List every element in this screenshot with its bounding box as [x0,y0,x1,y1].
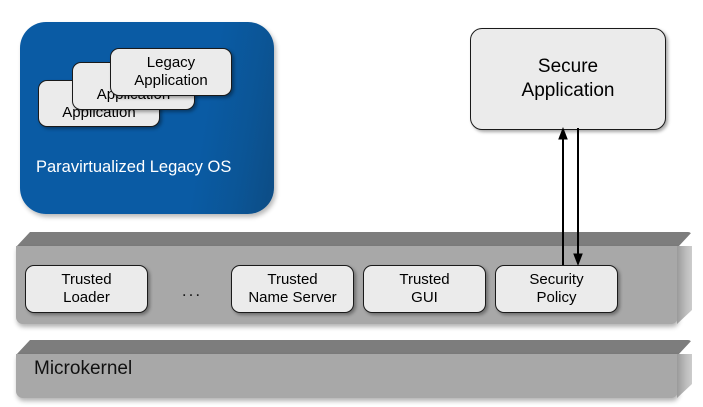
secure-application-line2: Application [521,80,615,101]
trusted-loader-line2: Loader [63,289,110,306]
arrow-down-to-security-policy [573,128,583,266]
trusted-slab-side-bevel [677,246,692,324]
trusted-gui-line1: Trusted [399,271,450,288]
trusted-name-server-line1: Trusted [267,271,318,288]
microkernel-label: Microkernel [34,358,133,379]
secure-application-box[interactable]: Secure Application [470,28,666,130]
trusted-name-server-line2: Name Server [248,289,337,306]
microkernel-slab [16,340,692,398]
microkernel-slab-side-bevel [677,354,692,398]
microkernel-slab-face [16,354,678,398]
legacy-application-front-line1: Legacy [146,54,196,71]
secure-application-security-policy-arrows [558,127,583,266]
trusted-slab-top-bevel [16,232,692,247]
legacy-application-front-line2: Application [134,72,208,89]
trusted-loader-line1: Trusted [61,271,112,288]
security-policy-box[interactable]: Security Policy [495,265,618,313]
security-policy-line2: Policy [536,289,577,306]
legacy-application-box-front[interactable]: Legacy Application [110,48,232,96]
trusted-gui-box[interactable]: Trusted GUI [363,265,486,313]
paravirtualized-legacy-os-label: Paravirtualized Legacy OS [36,158,232,176]
trusted-gui-line2: GUI [411,289,438,306]
trusted-name-server-box[interactable]: Trusted Name Server [231,265,354,313]
secure-application-line1: Secure [537,56,599,77]
arrow-up-to-secure-application [558,127,568,265]
trusted-services-ellipsis: ... [181,281,203,300]
trusted-loader-box[interactable]: Trusted Loader [25,265,148,313]
security-policy-line1: Security [529,271,584,288]
microkernel-slab-top-bevel [16,340,692,355]
